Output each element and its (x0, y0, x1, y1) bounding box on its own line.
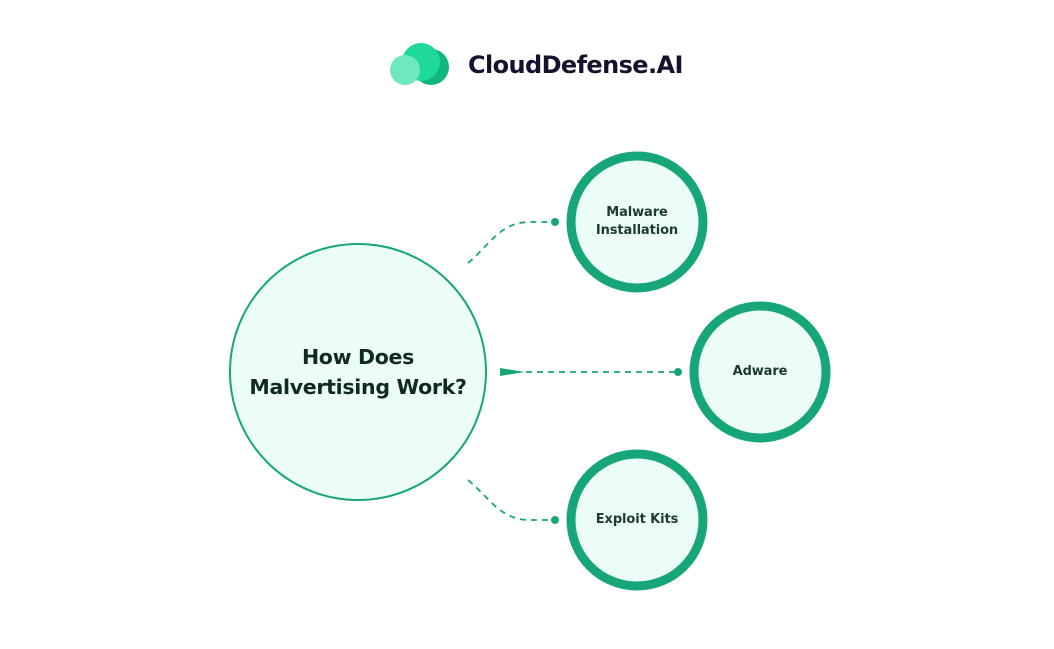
node-circle-malware-installation (566, 151, 708, 293)
node-label-line1: Malware (606, 205, 668, 220)
connector-exploit-kits (467, 479, 555, 521)
node-label-line2: Installation (595, 223, 679, 238)
arrow-head-adware (500, 368, 525, 376)
node-circle-adware (689, 301, 831, 443)
brand-name: CloudDefense.AI (468, 51, 683, 79)
node-label-line1: Adware (732, 364, 788, 379)
node-circle-exploit-kits (566, 449, 708, 591)
central-title-line1: How Does (301, 345, 415, 369)
node-exploit-kits: Exploit Kits (577, 495, 697, 545)
connector-dot-malware-installation (551, 218, 559, 226)
cloud-logo-icon (388, 40, 452, 90)
connector-dot-adware (674, 368, 682, 376)
brand-logo: CloudDefense.AI (388, 40, 683, 90)
node-malware-installation: Malware Installation (577, 197, 697, 247)
node-adware: Adware (700, 347, 820, 397)
connector-malware-installation (467, 221, 555, 264)
central-title-line2: Malvertising Work? (249, 375, 467, 399)
central-circle (229, 243, 487, 501)
connector-dot-exploit-kits (551, 516, 559, 524)
node-label-line1: Exploit Kits (595, 512, 679, 527)
central-title: How Does Malvertising Work? (230, 322, 486, 422)
